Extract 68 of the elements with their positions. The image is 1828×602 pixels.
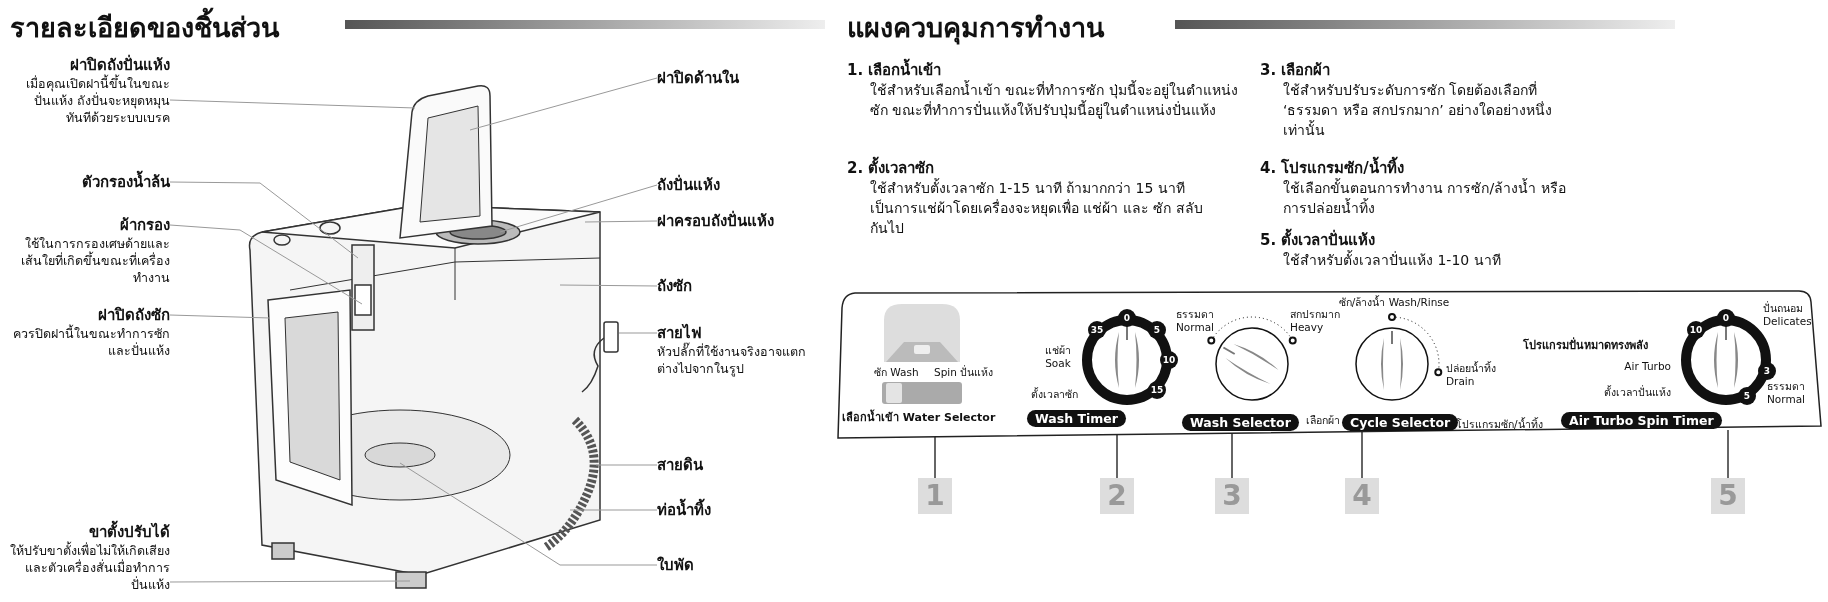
part-description: ใช้ในการกรองเศษด้ายและเส้นใยที่เกิดขึ้นขณะที่เครื่องทำงาน (20, 235, 170, 286)
item-description: ใช้เลือกขั้นตอนการทำงาน การซัก/ล้างน้ำ หรือการปล่อยน้ำทิ้ง (1283, 178, 1567, 218)
control-label: เลือกผ้า (1306, 414, 1340, 427)
control-label: โปรแกรมปั่นหมาดทรงพลัง (1523, 336, 1648, 354)
leader-line (469, 77, 658, 131)
item-heading: 2. ตั้งเวลาซัก (847, 156, 935, 180)
control-label: ธรรมดา Normal (1175, 308, 1214, 334)
control-label: Wash Timer (1027, 410, 1126, 427)
part-name: สายไฟ (657, 323, 703, 342)
item-heading: 1. เลือกน้ำเข้า (847, 58, 942, 82)
control-label: ตั้งเวลาปั่นแห้ง (1603, 386, 1671, 399)
part-description: เมื่อคุณเปิดฝานี้ขึ้นในขณะปั่นแห้ง ถังปั่นจะหยุดหมุนทันทีด้วยระบบเบรค (25, 75, 170, 126)
part-description: ให้ปรับขาตั้งเพื่อไม่ให้เกิดเสียงและตัวเครื่องสั่นเมื่อทำการปั่นแห้ง (10, 542, 170, 593)
part-name: ผ้ากรอง (119, 215, 170, 235)
leader-line (169, 314, 271, 319)
leader-line (618, 332, 658, 334)
item-description: ใช้สำหรับเลือกน้ำเข้า ขณะที่ทำการซัก ปุ่มนี้จะอยู่ในตำแหน่งซัก ขณะที่ทำการปั่นแห้งให้ปรับปุ่มนี้อยู่ในตำแหน่งปั่นแห้ง (870, 80, 1239, 120)
control-label: แช่ผ้า Soak (1044, 344, 1072, 370)
leader-line (1361, 429, 1363, 479)
leader-line (169, 99, 416, 109)
control-label: ตั้งเวลาซัก (1031, 388, 1078, 401)
leader-line (559, 284, 658, 287)
control-label: เลือกน้ำเข้า Water Selector (842, 408, 996, 426)
control-label: ซัก/ล้างน้ำ Wash/Rinse (1337, 296, 1451, 309)
part-name: สายดิน (657, 455, 704, 475)
control-label: ธรรมดา Normal (1767, 380, 1806, 406)
item-description: ใช้สำหรับตั้งเวลาปั่นแห้ง 1-10 นาที (1283, 250, 1502, 270)
leader-line (169, 224, 363, 305)
part-name: ฝาปิดด้านใน (657, 68, 740, 88)
callout-number: 5 (1711, 478, 1745, 514)
callout-number: 3 (1215, 478, 1249, 514)
part-description: ควรปิดฝานี้ในขณะทำการซักและปั่นแห้ง (12, 325, 170, 359)
section-heading: แผงควบคุมการทำงาน (847, 11, 1104, 47)
control-label: Air Turbo (1623, 360, 1671, 373)
part-name: ถังซัก (657, 276, 693, 296)
leader-line (569, 509, 658, 511)
leader-line (499, 184, 658, 233)
part-name: ฝาปิดถังซัก (97, 305, 170, 324)
control-label: สกปรกมาก Heavy (1290, 308, 1340, 334)
control-label: โปรแกรมซัก/น้ำทิ้ง (1456, 418, 1543, 431)
control-panel (837, 290, 1822, 440)
control-label: Spin ปั่นแห้ง (934, 366, 994, 379)
part-description: หัวปลั๊กที่ใช้งานจริงอาจแตกต่างไปจากในรูป (657, 343, 807, 377)
control-label: ซัก Wash (874, 366, 919, 379)
section-heading: รายละเอียดของชิ้นส่วน (10, 6, 279, 49)
part-name: ฝาปิดถังปั่นแห้ง (69, 55, 170, 74)
part-name: ขาตั้งปรับได้ (10, 522, 170, 542)
control-label: ปั่นถนอม Delicates (1763, 302, 1809, 328)
callout-number: 4 (1345, 478, 1379, 514)
leader-line (169, 580, 411, 583)
item-description: ใช้สำหรับตั้งเวลาซัก 1-15 นาที ถ้ามากกว่า 15 นาที เป็นการแช่ผ้าโดยเครื่องจะหยุดเพื่อ แช่ผ้า และ ซัก สลับกันไป (870, 178, 1204, 238)
control-label: Wash Selector (1182, 414, 1299, 431)
part-name: ฝาครอบถังปั่นแห้ง (657, 211, 775, 231)
callout-number: 2 (1100, 478, 1134, 514)
leader-line (169, 181, 359, 259)
control-label: ปล่อยน้ำทิ้ง Drain (1446, 362, 1497, 388)
part-name: ตัวกรองน้ำล้น (10, 172, 170, 192)
part-name: ถังปั่นแห้ง (657, 175, 721, 195)
leader-line (584, 220, 658, 223)
item-heading: 3. เลือกผ้า (1260, 60, 1331, 81)
control-label: Air Turbo Spin Timer (1561, 412, 1722, 429)
leader-line (1727, 429, 1729, 479)
part-name: ท่อน้ำทิ้ง (657, 500, 827, 520)
leader-line (595, 464, 658, 466)
item-description: ใช้สำหรับปรับระดับการซัก โดยต้องเลือกที่ ‘ธรรมดา หรือ สกปรกมาก’ อย่างใดอย่างหนึ่งเท่านั้น (1283, 80, 1554, 140)
leader-line (399, 462, 658, 566)
callout-number: 1 (918, 478, 952, 514)
part-name: ใบพัด (657, 555, 695, 575)
